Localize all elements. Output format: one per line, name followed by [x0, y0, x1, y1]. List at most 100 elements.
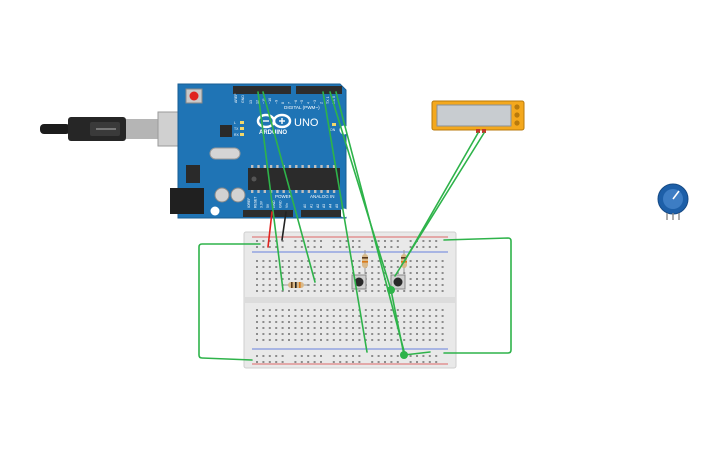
- breadboard-hole[interactable]: [294, 333, 297, 335]
- breadboard-hole[interactable]: [313, 333, 316, 335]
- breadboard-hole[interactable]: [268, 339, 271, 341]
- wire[interactable]: [443, 237, 512, 354]
- breadboard-hole[interactable]: [275, 246, 278, 248]
- breadboard-hole[interactable]: [352, 315, 354, 317]
- breadboard-hole[interactable]: [390, 361, 393, 363]
- breadboard-hole[interactable]: [409, 266, 412, 268]
- breadboard-hole[interactable]: [403, 321, 406, 323]
- breadboard-hole[interactable]: [288, 266, 290, 268]
- breadboard-hole[interactable]: [326, 309, 329, 311]
- breadboard-hole[interactable]: [422, 260, 425, 262]
- breadboard-hole[interactable]: [313, 309, 316, 311]
- breadboard-hole[interactable]: [307, 333, 310, 335]
- potentiometer-icon[interactable]: [657, 183, 689, 220]
- breadboard-hole[interactable]: [320, 290, 322, 292]
- breadboard-hole[interactable]: [435, 361, 438, 363]
- breadboard-hole[interactable]: [435, 266, 438, 268]
- breadboard-hole[interactable]: [275, 260, 278, 262]
- breadboard-hole[interactable]: [262, 266, 265, 268]
- breadboard-hole[interactable]: [307, 309, 310, 311]
- wire[interactable]: [394, 132, 485, 277]
- breadboard-hole[interactable]: [409, 246, 412, 248]
- wire-junction[interactable]: [387, 286, 395, 294]
- breadboard-hole[interactable]: [307, 278, 310, 280]
- breadboard-hole[interactable]: [416, 321, 418, 323]
- breadboard-hole[interactable]: [403, 315, 406, 317]
- breadboard-hole[interactable]: [268, 315, 271, 317]
- breadboard-hole[interactable]: [300, 290, 303, 292]
- breadboard-hole[interactable]: [377, 355, 380, 357]
- breadboard-hole[interactable]: [275, 321, 278, 323]
- breadboard-hole[interactable]: [294, 290, 297, 292]
- breadboard-hole[interactable]: [275, 339, 278, 341]
- breadboard-hole[interactable]: [332, 361, 335, 363]
- breadboard-hole[interactable]: [441, 278, 444, 280]
- breadboard-hole[interactable]: [364, 327, 367, 329]
- breadboard-hole[interactable]: [332, 355, 335, 357]
- breadboard-hole[interactable]: [307, 327, 310, 329]
- breadboard-hole[interactable]: [390, 246, 393, 248]
- breadboard-hole[interactable]: [364, 315, 367, 317]
- breadboard-hole[interactable]: [339, 309, 342, 311]
- breadboard-hole[interactable]: [345, 284, 348, 286]
- breadboard-hole[interactable]: [256, 327, 258, 329]
- breadboard-hole[interactable]: [416, 266, 418, 268]
- breadboard-hole[interactable]: [428, 260, 431, 262]
- breadboard-hole[interactable]: [428, 290, 431, 292]
- breadboard-hole[interactable]: [288, 321, 290, 323]
- breadboard-hole[interactable]: [256, 278, 258, 280]
- breadboard-hole[interactable]: [320, 266, 322, 268]
- breadboard-hole[interactable]: [384, 355, 386, 357]
- breadboard-hole[interactable]: [345, 339, 348, 341]
- breadboard-hole[interactable]: [422, 339, 425, 341]
- breadboard-hole[interactable]: [396, 290, 399, 292]
- breadboard-hole[interactable]: [422, 284, 425, 286]
- breadboard-hole[interactable]: [441, 327, 444, 329]
- breadboard-hole[interactable]: [377, 278, 380, 280]
- breadboard-hole[interactable]: [422, 361, 425, 363]
- breadboard-hole[interactable]: [358, 240, 361, 242]
- breadboard-hole[interactable]: [339, 315, 342, 317]
- breadboard-hole[interactable]: [371, 321, 374, 323]
- breadboard-hole[interactable]: [364, 309, 367, 311]
- breadboard-hole[interactable]: [320, 355, 322, 357]
- breadboard-hole[interactable]: [256, 272, 258, 274]
- breadboard-hole[interactable]: [435, 315, 438, 317]
- breadboard-hole[interactable]: [441, 315, 444, 317]
- breadboard-hole[interactable]: [435, 321, 438, 323]
- breadboard-hole[interactable]: [409, 272, 412, 274]
- breadboard-hole[interactable]: [428, 355, 431, 357]
- breadboard-hole[interactable]: [435, 333, 438, 335]
- breadboard-hole[interactable]: [294, 309, 297, 311]
- breadboard-hole[interactable]: [294, 321, 297, 323]
- breadboard-hole[interactable]: [256, 290, 258, 292]
- breadboard-hole[interactable]: [377, 266, 380, 268]
- breadboard-hole[interactable]: [371, 355, 374, 357]
- breadboard-hole[interactable]: [396, 355, 399, 357]
- breadboard-hole[interactable]: [268, 272, 271, 274]
- breadboard-hole[interactable]: [371, 246, 374, 248]
- breadboard-hole[interactable]: [428, 321, 431, 323]
- breadboard-hole[interactable]: [339, 321, 342, 323]
- breadboard-hole[interactable]: [256, 309, 258, 311]
- breadboard-hole[interactable]: [320, 284, 322, 286]
- breadboard-hole[interactable]: [262, 361, 265, 363]
- breadboard-hole[interactable]: [320, 240, 322, 242]
- breadboard-hole[interactable]: [326, 315, 329, 317]
- breadboard-hole[interactable]: [275, 355, 278, 357]
- breadboard-hole[interactable]: [403, 339, 406, 341]
- breadboard-hole[interactable]: [422, 309, 425, 311]
- breadboard-hole[interactable]: [339, 355, 342, 357]
- breadboard-hole[interactable]: [441, 290, 444, 292]
- breadboard-hole[interactable]: [313, 246, 316, 248]
- breadboard-hole[interactable]: [300, 327, 303, 329]
- breadboard-hole[interactable]: [428, 272, 431, 274]
- breadboard-hole[interactable]: [390, 260, 393, 262]
- breadboard-hole[interactable]: [275, 284, 278, 286]
- breadboard-hole[interactable]: [313, 361, 316, 363]
- breadboard-hole[interactable]: [262, 333, 265, 335]
- breadboard-hole[interactable]: [339, 284, 342, 286]
- breadboard-hole[interactable]: [326, 327, 329, 329]
- breadboard-hole[interactable]: [390, 272, 393, 274]
- breadboard-hole[interactable]: [294, 339, 297, 341]
